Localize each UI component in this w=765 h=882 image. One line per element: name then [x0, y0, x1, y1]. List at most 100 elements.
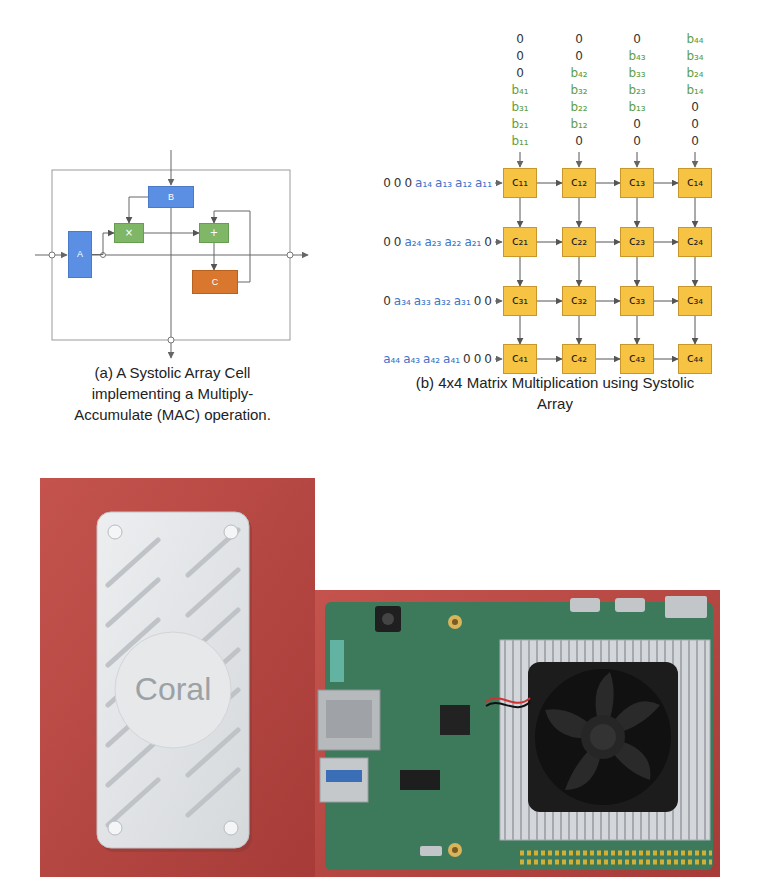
matrix-a-entry: a₂₂ — [444, 235, 461, 250]
matrix-a-entry: a₁₄ — [415, 176, 432, 191]
matrix-a-entry: a₂₁ — [464, 235, 481, 250]
node-text: c₄₃ — [629, 352, 645, 366]
padding-zero: 0 — [394, 235, 402, 250]
matrix-a-entry: a₁₂ — [455, 176, 472, 191]
pe-cell: c₁₂ — [562, 168, 596, 198]
node-text: c₁₁ — [512, 176, 528, 190]
padding-zero: 0 — [516, 66, 524, 81]
matrix-a-row: a₄₄a₄₃a₄₂a₄₁000 — [383, 350, 492, 368]
connector — [579, 257, 580, 286]
padding-zero: 0 — [404, 176, 412, 191]
connector — [654, 183, 678, 184]
node-text: c₁₄ — [687, 176, 703, 190]
padding-zero: 0 — [691, 134, 699, 149]
pe-cell: c₁₄ — [678, 168, 712, 198]
connector — [144, 233, 199, 234]
pe-cell: c₁₁ — [503, 168, 537, 198]
connector — [520, 257, 521, 286]
pe-cell: c₄₂ — [562, 344, 596, 374]
node-text: + — [210, 227, 218, 239]
node-text: c₄₂ — [571, 352, 587, 366]
connector — [129, 197, 148, 223]
matrix-b-entry: b₃₃ — [628, 66, 645, 81]
matrix-a-entry: a₄₄ — [383, 352, 400, 367]
pe-cell: c₃₁ — [503, 286, 537, 316]
register-box: B — [148, 186, 194, 208]
node-text: c₃₁ — [512, 294, 528, 308]
padding-zero: 0 — [575, 134, 583, 149]
padding-zero: 0 — [633, 32, 641, 47]
matrix-a-row: 0a₃₄a₃₃a₃₂a₃₁00 — [383, 292, 492, 310]
connector — [537, 359, 562, 360]
connector — [92, 233, 114, 255]
padding-zero: 0 — [484, 352, 492, 367]
pe-cell: c₄₁ — [503, 344, 537, 374]
logo-text: Coral — [135, 672, 211, 707]
pe-cell: c₄₄ — [678, 344, 712, 374]
node-text: c₂₁ — [512, 235, 528, 249]
pe-cell: c₂₃ — [620, 227, 654, 257]
padding-zero: 0 — [575, 32, 583, 47]
connector — [579, 198, 580, 227]
padding-zero: 0 — [474, 352, 482, 367]
matrix-a-entry: a₂₄ — [404, 235, 421, 250]
connector — [520, 316, 521, 344]
padding-zero: 0 — [463, 352, 471, 367]
node-text: c₂₂ — [571, 235, 587, 249]
padding-zero: 0 — [516, 32, 524, 47]
matrix-a-entry: a₄₃ — [403, 352, 420, 367]
connector — [637, 257, 638, 286]
padding-zero: 0 — [474, 294, 482, 309]
matrix-b-entry: b₄₂ — [570, 66, 587, 81]
connector — [654, 301, 678, 302]
padding-zero: 0 — [394, 176, 402, 191]
connector — [520, 198, 521, 227]
matrix-b-entry: b₂₃ — [628, 83, 645, 98]
connector — [654, 242, 678, 243]
pe-cell: c₂₁ — [503, 227, 537, 257]
pe-cell: c₃₂ — [562, 286, 596, 316]
matrix-a-entry: a₁₁ — [475, 176, 492, 191]
cell-frame — [35, 150, 308, 358]
connector — [695, 257, 696, 286]
connector — [596, 301, 620, 302]
accumulator-box: C — [192, 270, 238, 294]
matrix-b-entry: b₂₄ — [686, 66, 703, 81]
connector — [579, 316, 580, 344]
node-text: c₁₂ — [571, 176, 587, 190]
connector — [596, 242, 620, 243]
padding-zero: 0 — [516, 49, 524, 64]
matrix-b-entry: b₄₁ — [511, 83, 528, 98]
matrix-a-entry: a₂₃ — [424, 235, 441, 250]
connector — [596, 183, 620, 184]
caption: (b) 4x4 Matrix Multiplication using Syst… — [415, 372, 695, 414]
node-text: c₃₂ — [571, 294, 587, 308]
connector — [596, 359, 620, 360]
node-text: c₁₃ — [629, 176, 645, 190]
pe-cell: c₂₂ — [562, 227, 596, 257]
node-text: C — [212, 277, 219, 287]
connector — [214, 243, 215, 270]
matrix-a-entry: a₃₁ — [454, 294, 471, 309]
matrix-b-entry: b₄₄ — [686, 32, 703, 47]
connector — [537, 242, 562, 243]
pe-cell: c₃₄ — [678, 286, 712, 316]
node-text: × — [125, 227, 133, 239]
matrix-b-entry: b₁₃ — [628, 100, 645, 115]
connector — [637, 198, 638, 227]
pe-cell: c₃₃ — [620, 286, 654, 316]
matrix-b-entry: b₁₂ — [570, 117, 587, 132]
matrix-a-entry: a₁₃ — [435, 176, 452, 191]
matrix-b-entry: b₄₃ — [628, 49, 645, 64]
padding-zero: 0 — [484, 235, 492, 250]
matrix-a-row: 00a₂₄a₂₃a₂₂a₂₁0 — [383, 233, 492, 251]
pe-cell: c₁₃ — [620, 168, 654, 198]
matrix-a-row: 000a₁₄a₁₃a₁₂a₁₁ — [383, 174, 492, 192]
connector — [637, 316, 638, 344]
matrix-a-entry: a₃₄ — [394, 294, 411, 309]
caption: (a) A Systolic Array Cell implementing a… — [70, 362, 275, 425]
register-box: A — [68, 231, 92, 278]
node-text: c₂₄ — [687, 235, 703, 249]
node-text: B — [168, 192, 174, 202]
